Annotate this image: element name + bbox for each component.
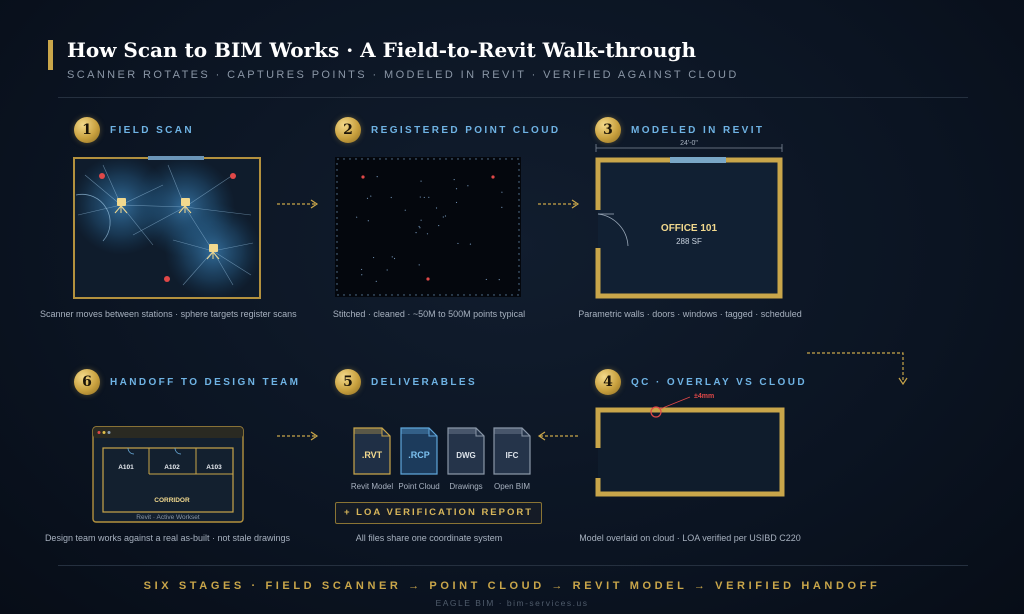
scanner-icon bbox=[206, 244, 220, 260]
file-rcp: .RCP bbox=[400, 427, 438, 480]
file-name: Drawings bbox=[449, 482, 483, 491]
step-5-header: 5 DELIVERABLES bbox=[335, 369, 477, 395]
step-4-caption: Model overlaid on cloud · LOA verified p… bbox=[579, 533, 801, 543]
flow-arrow bbox=[277, 199, 319, 209]
room-area: 288 SF bbox=[676, 237, 702, 246]
page-subtitle: SCANNER ROTATES · CAPTURES POINTS · MODE… bbox=[67, 69, 739, 81]
room-tag: A102 bbox=[164, 464, 180, 471]
step-6-header: 6 HANDOFF TO DESIGN TEAM bbox=[74, 369, 300, 395]
file-ext: .RVT bbox=[362, 450, 383, 460]
page-title: How Scan to BIM Works · A Field-to-Revit… bbox=[67, 38, 696, 62]
room-dimension: 24'-0" bbox=[680, 140, 698, 147]
flow-connector bbox=[807, 352, 908, 386]
step-1-header: 1 FIELD SCAN bbox=[74, 117, 194, 143]
step-1-label: FIELD SCAN bbox=[110, 124, 194, 136]
sphere-target-icon bbox=[99, 173, 105, 179]
title-accent-bar bbox=[48, 40, 53, 70]
flow-arrow bbox=[537, 431, 578, 441]
file-name: Point Cloud bbox=[398, 482, 440, 491]
sphere-target-icon bbox=[164, 276, 170, 282]
point-cloud-panel bbox=[335, 157, 521, 297]
scanner-icon bbox=[114, 198, 128, 214]
scanner-icon bbox=[178, 198, 192, 214]
footer-divider bbox=[58, 565, 968, 566]
revit-model-panel: 24'-0" OFFICE 101 288 SF bbox=[595, 140, 783, 299]
step-2-badge: 2 bbox=[335, 117, 361, 143]
corridor-tag: CORRIDOR bbox=[154, 497, 190, 504]
step-5-label: DELIVERABLES bbox=[371, 376, 478, 388]
workset-status: Revit · Active Workset bbox=[136, 514, 200, 521]
sphere-target-icon bbox=[230, 173, 236, 179]
step-5-caption: All files share one coordinate system bbox=[355, 533, 503, 543]
step-5-badge: 5 bbox=[335, 369, 361, 395]
file-name: Open BIM bbox=[493, 482, 530, 491]
step-6-caption: Design team works against a real as-buil… bbox=[44, 533, 291, 543]
loa-report-button[interactable]: + LOA VERIFICATION REPORT bbox=[335, 502, 542, 524]
window-maximize-icon[interactable] bbox=[107, 431, 111, 434]
step-4-header: 4 QC · OVERLAY VS CLOUD bbox=[595, 369, 807, 395]
step-2-header: 2 REGISTERED POINT CLOUD bbox=[335, 117, 560, 143]
room-name: OFFICE 101 bbox=[661, 223, 718, 234]
room-tag: A101 bbox=[118, 464, 134, 471]
qc-overlay-panel: ±4mm bbox=[595, 393, 785, 497]
step-4-badge: 4 bbox=[595, 369, 621, 395]
file-rvt: .RVT bbox=[353, 427, 391, 480]
step-2-caption: Stitched · cleaned · ~50M to 500M points… bbox=[332, 309, 526, 319]
step-2-label: REGISTERED POINT CLOUD bbox=[371, 124, 561, 136]
step-4-label: QC · OVERLAY VS CLOUD bbox=[631, 376, 807, 388]
file-ifc: IFC bbox=[493, 427, 531, 480]
file-name: Revit Model bbox=[350, 482, 394, 491]
file-ext: DWG bbox=[456, 451, 476, 460]
step-3-label: MODELED IN REVIT bbox=[631, 124, 765, 136]
footer-summary: SIX STAGES · FIELD SCANNER → POINT CLOUD… bbox=[143, 580, 881, 592]
header-divider bbox=[58, 97, 968, 98]
field-scan-panel bbox=[73, 155, 261, 299]
step-1-caption: Scanner moves between stations · sphere … bbox=[40, 309, 297, 319]
step-3-caption: Parametric walls · doors · windows · tag… bbox=[578, 309, 802, 319]
deviation-label: ±4mm bbox=[694, 393, 714, 400]
window-close-icon[interactable] bbox=[97, 431, 101, 434]
step-6-badge: 6 bbox=[74, 369, 100, 395]
step-6-label: HANDOFF TO DESIGN TEAM bbox=[110, 376, 301, 388]
file-dwg: DWG bbox=[447, 427, 485, 480]
step-3-header: 3 MODELED IN REVIT bbox=[595, 117, 764, 143]
flow-arrow bbox=[277, 431, 319, 441]
file-ext: IFC bbox=[506, 451, 519, 460]
footer-credit: EAGLE BIM · bim-services.us bbox=[435, 598, 589, 608]
step-1-badge: 1 bbox=[74, 117, 100, 143]
handoff-window: A101 A102 A103 CORRIDOR Revit · Active W… bbox=[92, 426, 244, 523]
flow-arrow bbox=[538, 199, 580, 209]
file-ext: .RCP bbox=[408, 450, 430, 460]
window-minimize-icon[interactable] bbox=[102, 431, 106, 434]
step-3-badge: 3 bbox=[595, 117, 621, 143]
room-tag: A103 bbox=[206, 464, 222, 471]
